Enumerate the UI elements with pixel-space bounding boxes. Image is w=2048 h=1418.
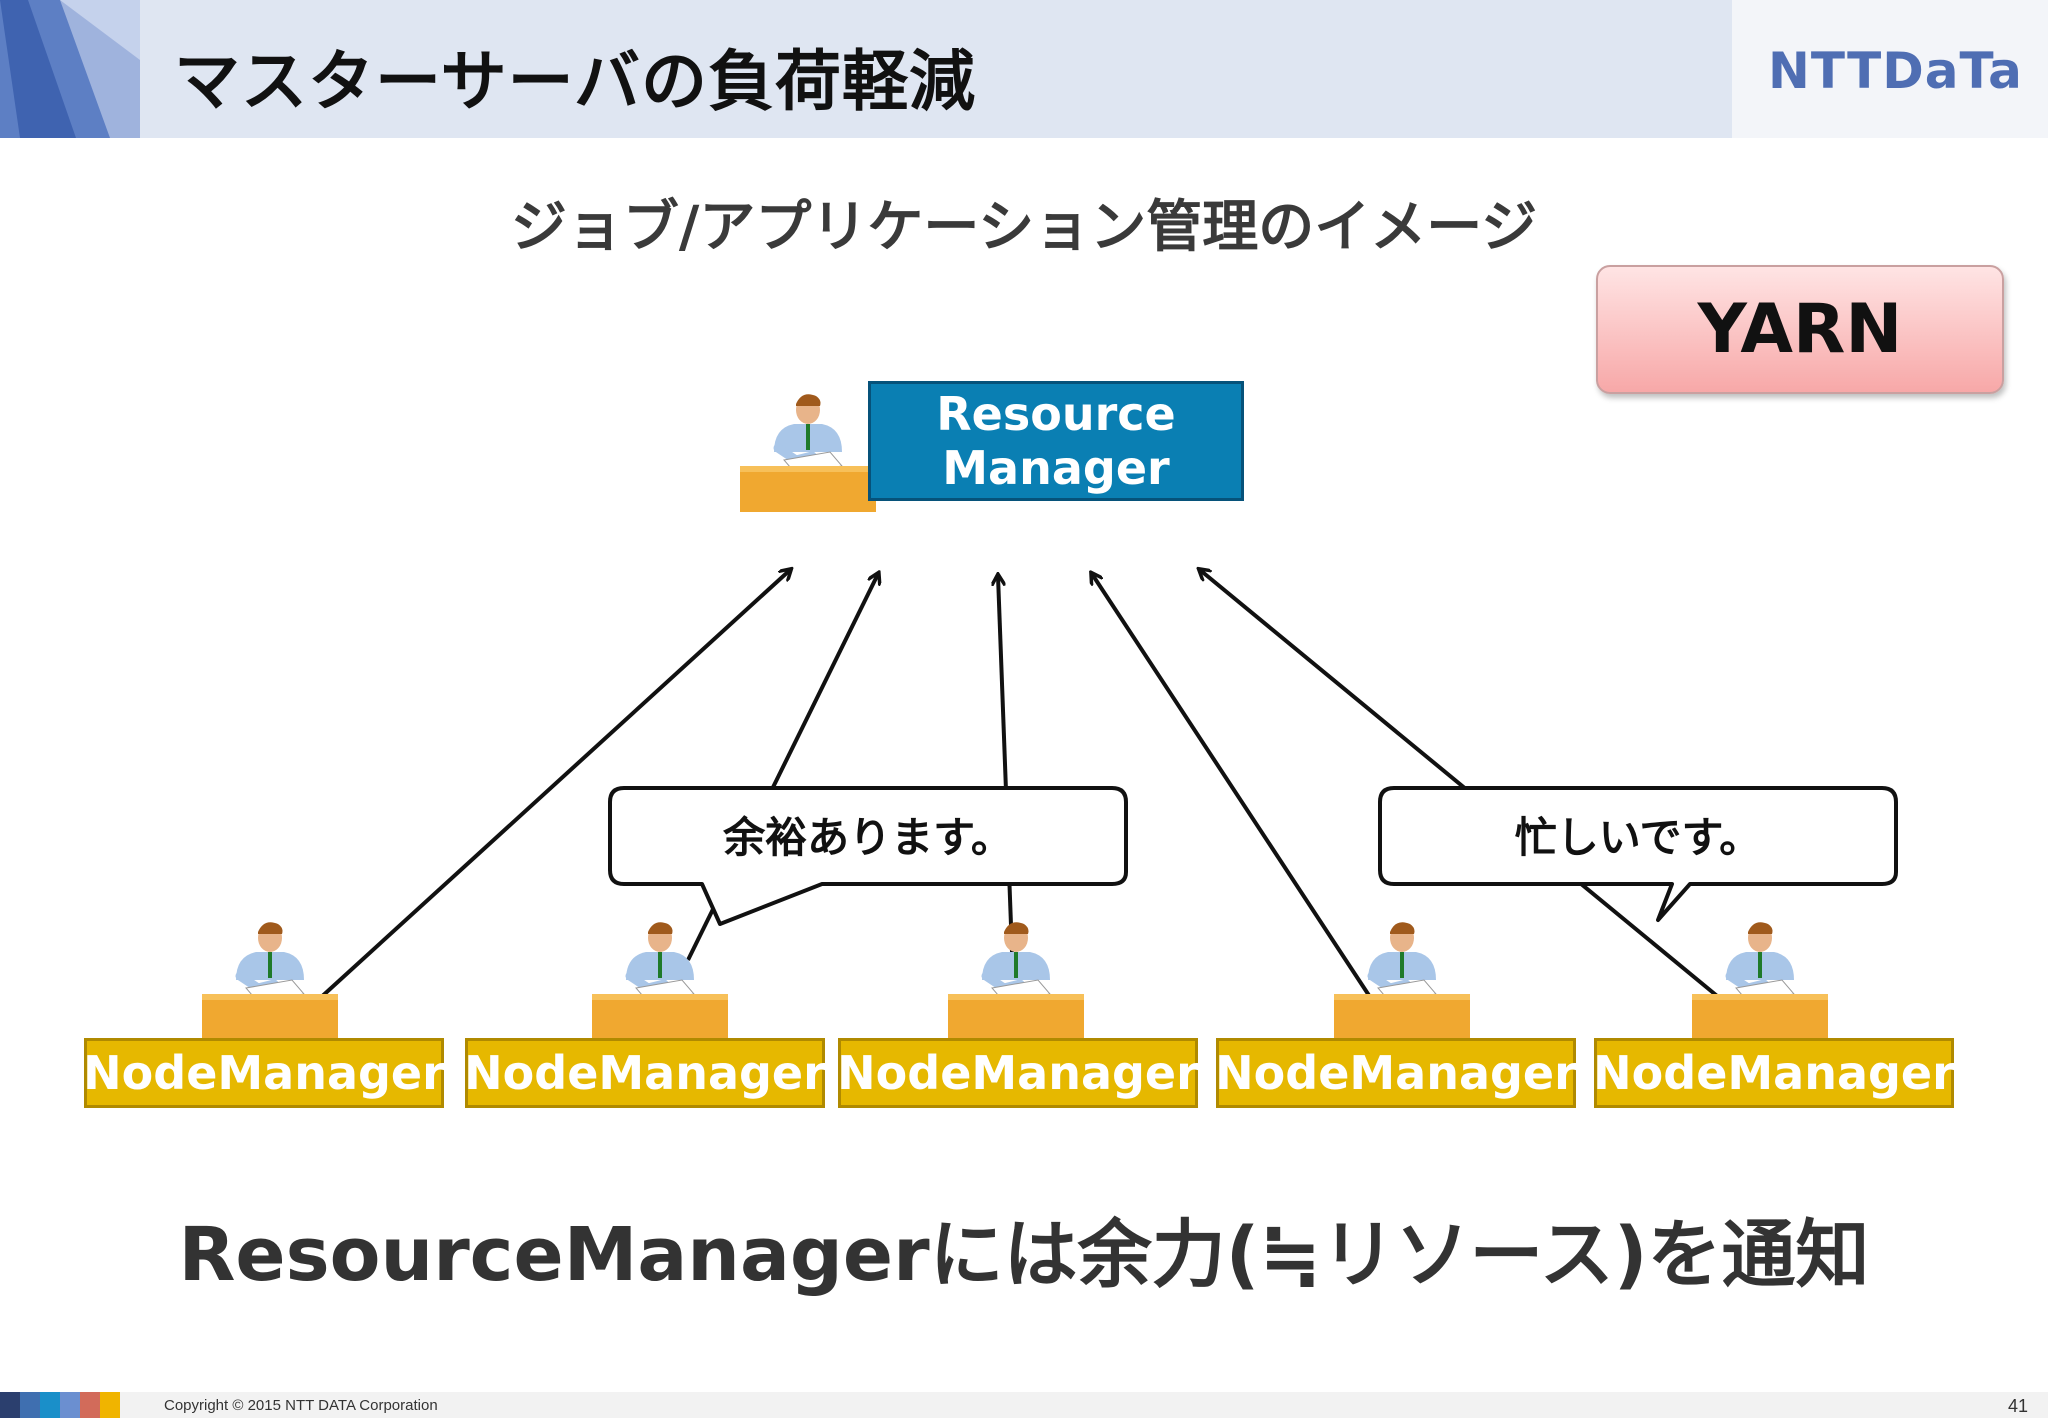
yarn-badge: YARN [1596, 265, 2004, 394]
speech-bubble-spare: 余裕あります。 [608, 786, 1128, 926]
ntt-data-logo: NTTDaTa [1768, 42, 2023, 100]
resource-manager-line2: Manager [942, 441, 1170, 495]
header-band [0, 0, 2048, 138]
node-manager-box-3: NodeManager [837, 1038, 1199, 1108]
footer-bar [0, 1392, 2048, 1418]
node-worker-icon-5 [1692, 922, 1828, 1040]
node-manager-box-2: NodeManager [464, 1038, 826, 1108]
copyright-text: Copyright © 2015 NTT DATA Corporation [164, 1397, 438, 1414]
diagram-subtitle: ジョブ/アプリケーション管理のイメージ [510, 195, 1538, 260]
node-worker-icon-2 [592, 922, 728, 1040]
bubble-text-busy: 忙しいです。 [1515, 813, 1762, 862]
page-title: マスターサーバの負荷軽減 [174, 43, 977, 120]
node-manager-box-4: NodeManager [1215, 1038, 1577, 1108]
page-number: 41 [2007, 1396, 2028, 1416]
node-worker-icon-1 [202, 922, 338, 1040]
node-manager-box-5: NodeManager [1593, 1038, 1955, 1108]
corner-decoration [0, 0, 140, 138]
node-manager-box-1: NodeManager [83, 1038, 445, 1108]
node-worker-icon-4 [1334, 922, 1470, 1040]
arrow-node-4 [1092, 574, 1374, 1002]
resource-manager-worker-icon [740, 394, 876, 512]
resource-manager-line1: Resource [936, 387, 1176, 441]
logo-area [1732, 0, 2048, 138]
speech-bubble-busy: 忙しいです。 [1378, 786, 1898, 922]
summary-message: ResourceManagerには余力(≒リソース)を通知 [178, 1212, 1870, 1298]
arrow-node-1 [316, 570, 790, 1002]
node-worker-icon-3 [948, 922, 1084, 1040]
arrow-node-3 [998, 576, 1014, 953]
color-strip [0, 1392, 120, 1418]
resource-manager-box: Resource Manager [868, 381, 1244, 501]
bubble-text-spare: 余裕あります。 [722, 813, 1013, 862]
arrow-node-5 [1200, 570, 1724, 1002]
